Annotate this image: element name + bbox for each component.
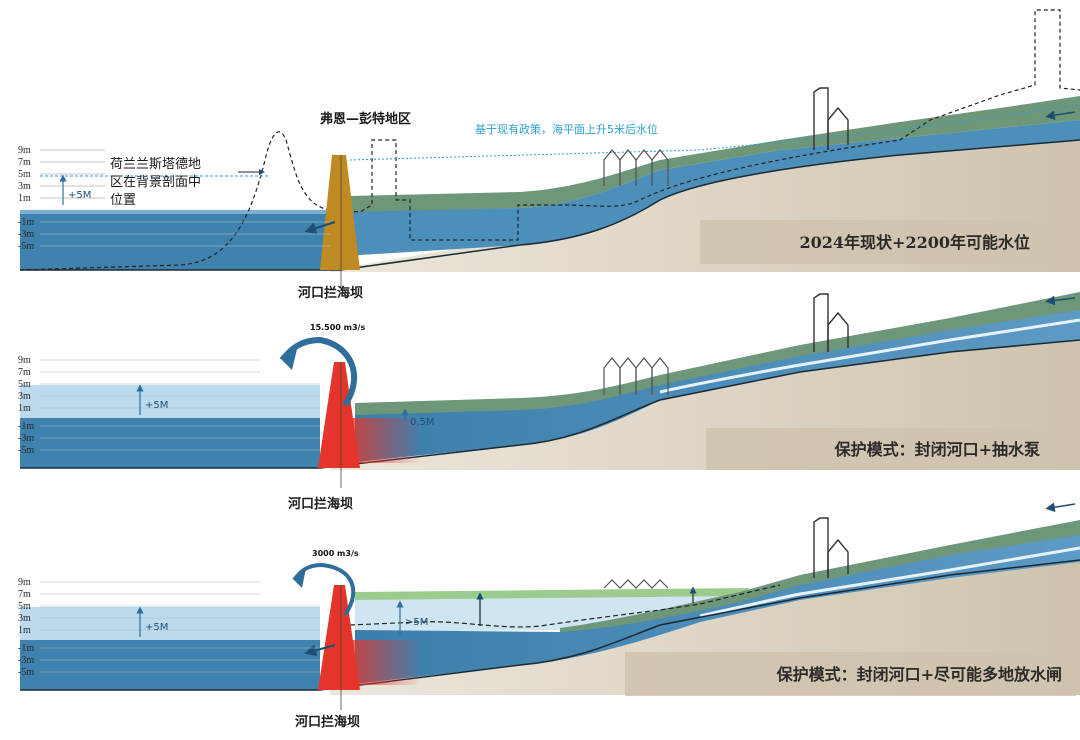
svg-text:7m: 7m [18, 157, 31, 168]
svg-text:9m: 9m [18, 577, 31, 588]
green-bank-p1 [350, 96, 1080, 212]
svg-text:9m: 9m [18, 355, 31, 366]
dashed-level-p3 [349, 584, 781, 628]
svg-text:区在背景剖面中: 区在背景剖面中 [110, 175, 201, 190]
svg-text:3m: 3m [18, 391, 31, 402]
flow-label-p3: 3000 m3/s [312, 549, 359, 558]
pump-arrow-p2 [279, 336, 357, 407]
rise-label-p3: +5M [145, 622, 168, 633]
svg-text:位置: 位置 [110, 193, 136, 208]
axis-ticks-p3: 9m 7m 5m 3m 1m -1m -3m -5m [18, 577, 34, 678]
svg-text:-1m: -1m [18, 217, 34, 228]
svg-text:3m: 3m [18, 613, 31, 624]
dam-red-p2 [318, 362, 360, 468]
dam-label-p3: 河口拦海坝 [295, 714, 360, 730]
inner-rise-p3: >5M [405, 617, 428, 628]
svg-text:-3m: -3m [18, 655, 34, 666]
church-p3 [813, 517, 849, 578]
caption-box-p2 [706, 428, 1076, 470]
svg-text:5m: 5m [18, 379, 31, 390]
gridlines-p3 [40, 581, 320, 673]
dam-red-p3 [318, 585, 360, 690]
river-p3 [355, 535, 1080, 684]
dam-label-p2: 河口拦海坝 [288, 496, 353, 512]
water-note-p1: 基于现有政策，海平面上升5米后水位 [475, 122, 658, 136]
location-note-p1: 荷兰兰斯塔德地 区在背景剖面中 位置 [110, 157, 201, 208]
caption-p3: 保护模式：封闭河口+尽可能多地放水闸 [776, 665, 1062, 684]
church-p2 [813, 293, 849, 352]
svg-text:1m: 1m [18, 625, 31, 636]
svg-text:7m: 7m [18, 367, 31, 378]
svg-text:-5m: -5m [18, 241, 34, 252]
panel-3: 3000 m3/s >5M 9m 7m 5m 3m 1m [18, 502, 1080, 730]
caption-p1: 2024年现状+2200年可能水位 [800, 233, 1030, 252]
flow-label-p2: 15.500 m3/s [310, 323, 365, 332]
caption-box-p1 [700, 220, 1075, 264]
green-top-p3 [355, 588, 750, 600]
svg-text:1m: 1m [18, 403, 31, 414]
dam-label-p1: 河口拦海坝 [298, 285, 363, 301]
dam-p1 [320, 155, 360, 270]
sluice-arrow-p3 [292, 562, 356, 617]
svg-text:5m: 5m [18, 601, 31, 612]
caption-box-p3 [625, 652, 1076, 696]
roofs-p3 [603, 579, 669, 589]
green-bank-p2 [355, 292, 1080, 418]
sea-raised-p2 [20, 385, 320, 418]
axis-ticks-p2: 9m 7m 5m 3m 1m -1m -3m -5m [18, 355, 34, 456]
svg-text:-5m: -5m [18, 445, 34, 456]
gridlines-p1 [40, 149, 330, 247]
svg-text:荷兰兰斯塔德地: 荷兰兰斯塔德地 [110, 157, 201, 172]
panel-2: 15.500 m3/s 9m 7m 5m 3m [18, 292, 1080, 512]
green-bank-p3 [560, 520, 1080, 635]
sea-p3 [20, 640, 320, 690]
sea-p2 [20, 418, 320, 468]
inner-level-p2: 0,5M [410, 417, 435, 428]
svg-text:1m: 1m [18, 193, 31, 204]
inland-raised-water-p3 [355, 590, 750, 632]
region-label-p1: 弗恩—彭特地区 [320, 111, 411, 127]
svg-text:-1m: -1m [18, 643, 34, 654]
svg-text:-3m: -3m [18, 433, 34, 444]
svg-text:5m: 5m [18, 169, 31, 180]
houses-p2 [603, 357, 669, 395]
panel-1: +5M 9m 7m 5m 3m 1m -1m -3m -5m 弗恩—彭特地区 基… [18, 9, 1080, 301]
church-p1 [813, 87, 849, 150]
gridlines-p2 [40, 359, 320, 451]
svg-text:9m: 9m [18, 145, 31, 156]
svg-text:-5m: -5m [18, 667, 34, 678]
sea-raised-p3 [20, 607, 320, 640]
houses-p1 [603, 149, 669, 186]
rise-label-p2: +5M [145, 400, 168, 411]
svg-text:3m: 3m [18, 181, 31, 192]
svg-text:7m: 7m [18, 589, 31, 600]
caption-p2: 保护模式：封闭河口+抽水泵 [834, 440, 1040, 459]
svg-text:-1m: -1m [18, 421, 34, 432]
svg-text:-3m: -3m [18, 229, 34, 240]
rise-label-p1: +5M [68, 190, 91, 201]
sea-p1 [20, 210, 340, 270]
axis-ticks-p1: 9m 7m 5m 3m 1m -1m -3m -5m [18, 145, 34, 252]
